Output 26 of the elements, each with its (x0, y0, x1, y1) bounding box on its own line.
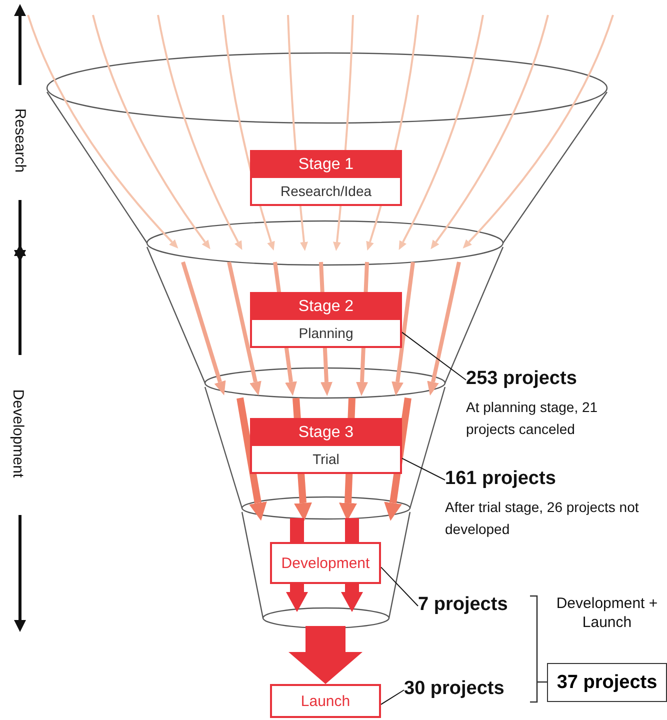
sum-label: Development + Launch (555, 594, 659, 632)
stage-box (250, 150, 402, 206)
leader-line (402, 458, 446, 480)
stage-title: Stage 1 (252, 152, 400, 178)
project-count: 253 projects (466, 368, 578, 390)
total-box: 37 projects (547, 663, 667, 702)
stage-title: Stage 3 (252, 420, 400, 446)
stage-box: Launch (270, 684, 381, 718)
stage-name: Planning (298, 325, 354, 341)
project-count: 161 projects (445, 468, 557, 490)
phase-label: Research (12, 108, 29, 173)
stage-title: Stage 2 (252, 294, 400, 320)
leader-line (402, 332, 466, 380)
stage-name: Research/Idea (280, 183, 372, 199)
stage-name: Trial (312, 451, 340, 467)
stage-box (250, 292, 402, 348)
note-text: After trial stage, 26 projects not developed (445, 498, 640, 539)
big-arrow (288, 626, 362, 684)
note-text: At planning stage, 21 projects canceled (466, 398, 599, 439)
phase-label: Development (10, 389, 27, 478)
leader-line (380, 566, 418, 606)
leader-line (380, 690, 404, 705)
stage-box (250, 418, 402, 474)
project-count: 7 projects (418, 594, 508, 616)
stage-box: Development (270, 542, 381, 584)
project-count: 30 projects (404, 678, 504, 700)
